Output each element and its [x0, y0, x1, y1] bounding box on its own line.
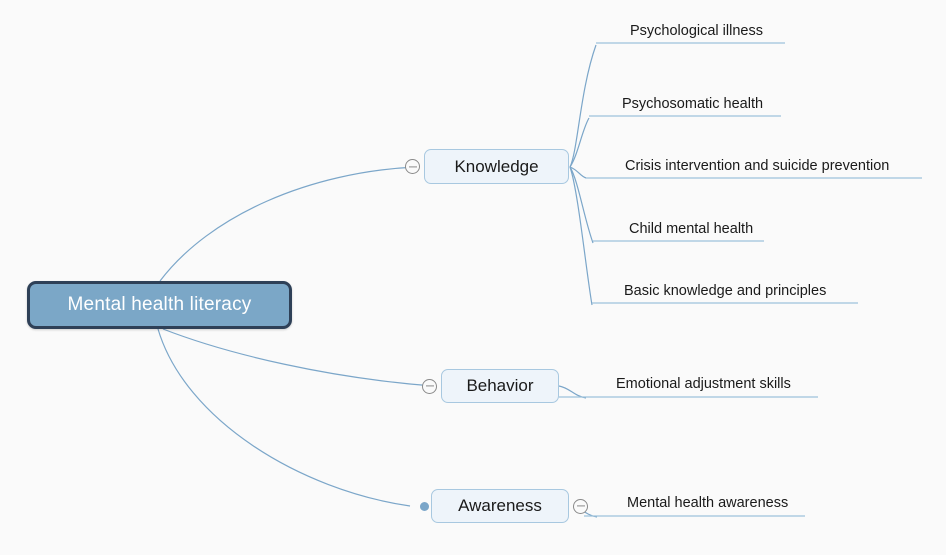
connector-knowledge-child-2 [569, 166, 587, 179]
connector-root-to-behavior [162, 328, 434, 387]
leaf-node-behavior-0[interactable]: Emotional adjustment skills [616, 376, 791, 392]
collapse-toggle-knowledge[interactable] [405, 159, 420, 174]
connector-knowledge-child-0 [569, 44, 597, 168]
leaf-node-awareness-0[interactable]: Mental health awareness [627, 495, 789, 511]
leaf-node-knowledge-1[interactable]: Psychosomatic health [622, 96, 764, 112]
leaf-node-knowledge-0[interactable]: Psychological illness [630, 23, 763, 39]
connector-root-to-awareness [157, 328, 411, 507]
root-node-mental-health-literacy[interactable]: Mental health literacy [27, 281, 292, 329]
branch-node-label: Behavior [466, 376, 534, 395]
collapse-toggle-behavior[interactable] [422, 378, 437, 394]
connector-paths [157, 42, 922, 518]
branch-node-label: Awareness [458, 496, 542, 515]
branch-node-behavior[interactable]: Behavior [441, 369, 559, 403]
branch-node-knowledge[interactable]: Knowledge [424, 149, 569, 184]
connector-knowledge-child-3 [569, 166, 594, 244]
collapse-toggle-awareness[interactable] [573, 498, 588, 514]
root-node-label: Mental health literacy [67, 294, 252, 315]
connector-knowledge-child-4 [569, 166, 593, 306]
connector-knowledge-child-1 [569, 117, 590, 168]
leaf-node-knowledge-3[interactable]: Child mental health [629, 221, 754, 237]
connector-behavior-child-0 [558, 385, 587, 399]
leaf-node-knowledge-2[interactable]: Crisis intervention and suicide preventi… [625, 158, 890, 174]
branch-node-awareness[interactable]: Awareness [431, 489, 569, 523]
connector-root-to-knowledge [159, 166, 417, 282]
leaf-node-knowledge-4[interactable]: Basic knowledge and principles [624, 283, 827, 299]
branch-node-label: Knowledge [454, 156, 539, 176]
connection-dot-awareness [420, 501, 429, 511]
